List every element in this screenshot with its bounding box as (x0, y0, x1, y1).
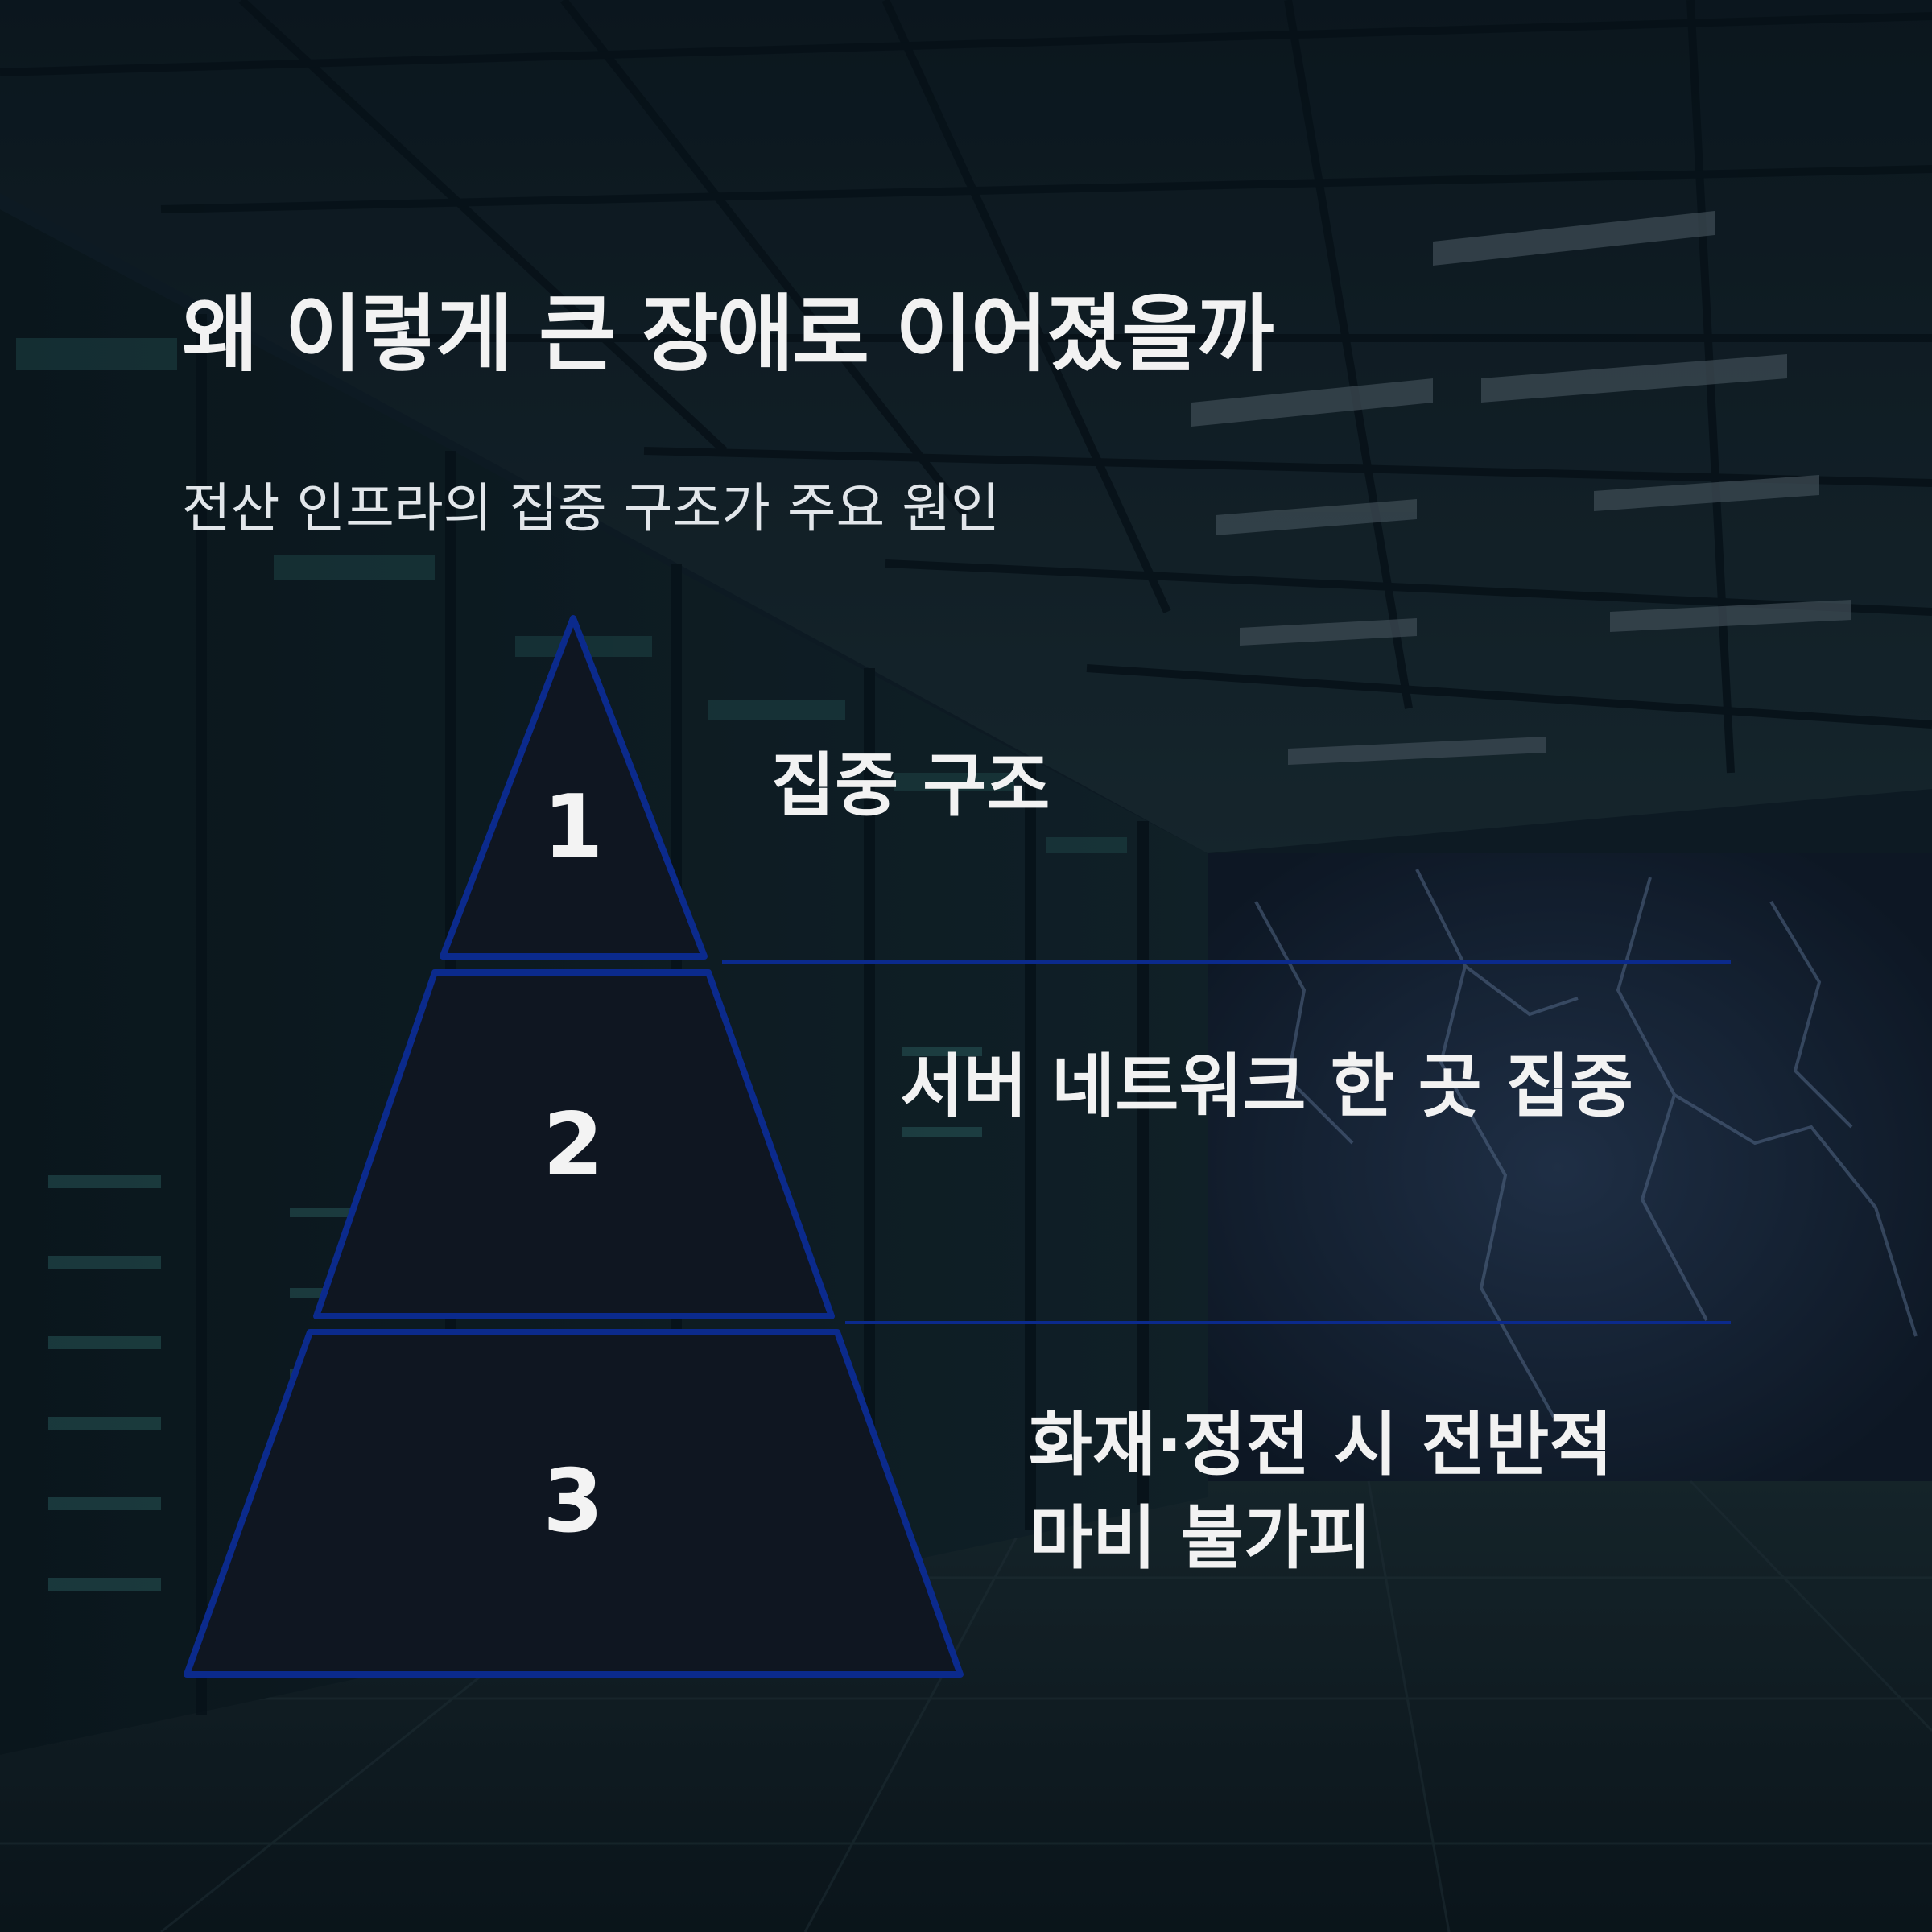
pyramid-tier-2 (313, 969, 835, 1319)
tier-2-label: 서버 네트워크 한 곳 집중 (900, 1046, 1633, 1127)
tier-3-number: 3 (543, 1451, 604, 1552)
pyramid-tier-3 (184, 1329, 964, 1678)
pyramid-tier-1 (440, 615, 708, 960)
tier-1-label: 집중 구조 (771, 745, 1051, 826)
tier-3-label: 화재·정전 시 전반적 마비 불가피 (1029, 1405, 1613, 1579)
page-title: 왜 이렇게 큰 장애로 이어졌을까 (182, 285, 1274, 383)
page-subtitle: 전산 인프라의 집중 구조가 주요 원인 (182, 477, 1000, 539)
tier-2-number: 2 (543, 1095, 604, 1195)
tier-1-number: 1 (543, 777, 604, 877)
